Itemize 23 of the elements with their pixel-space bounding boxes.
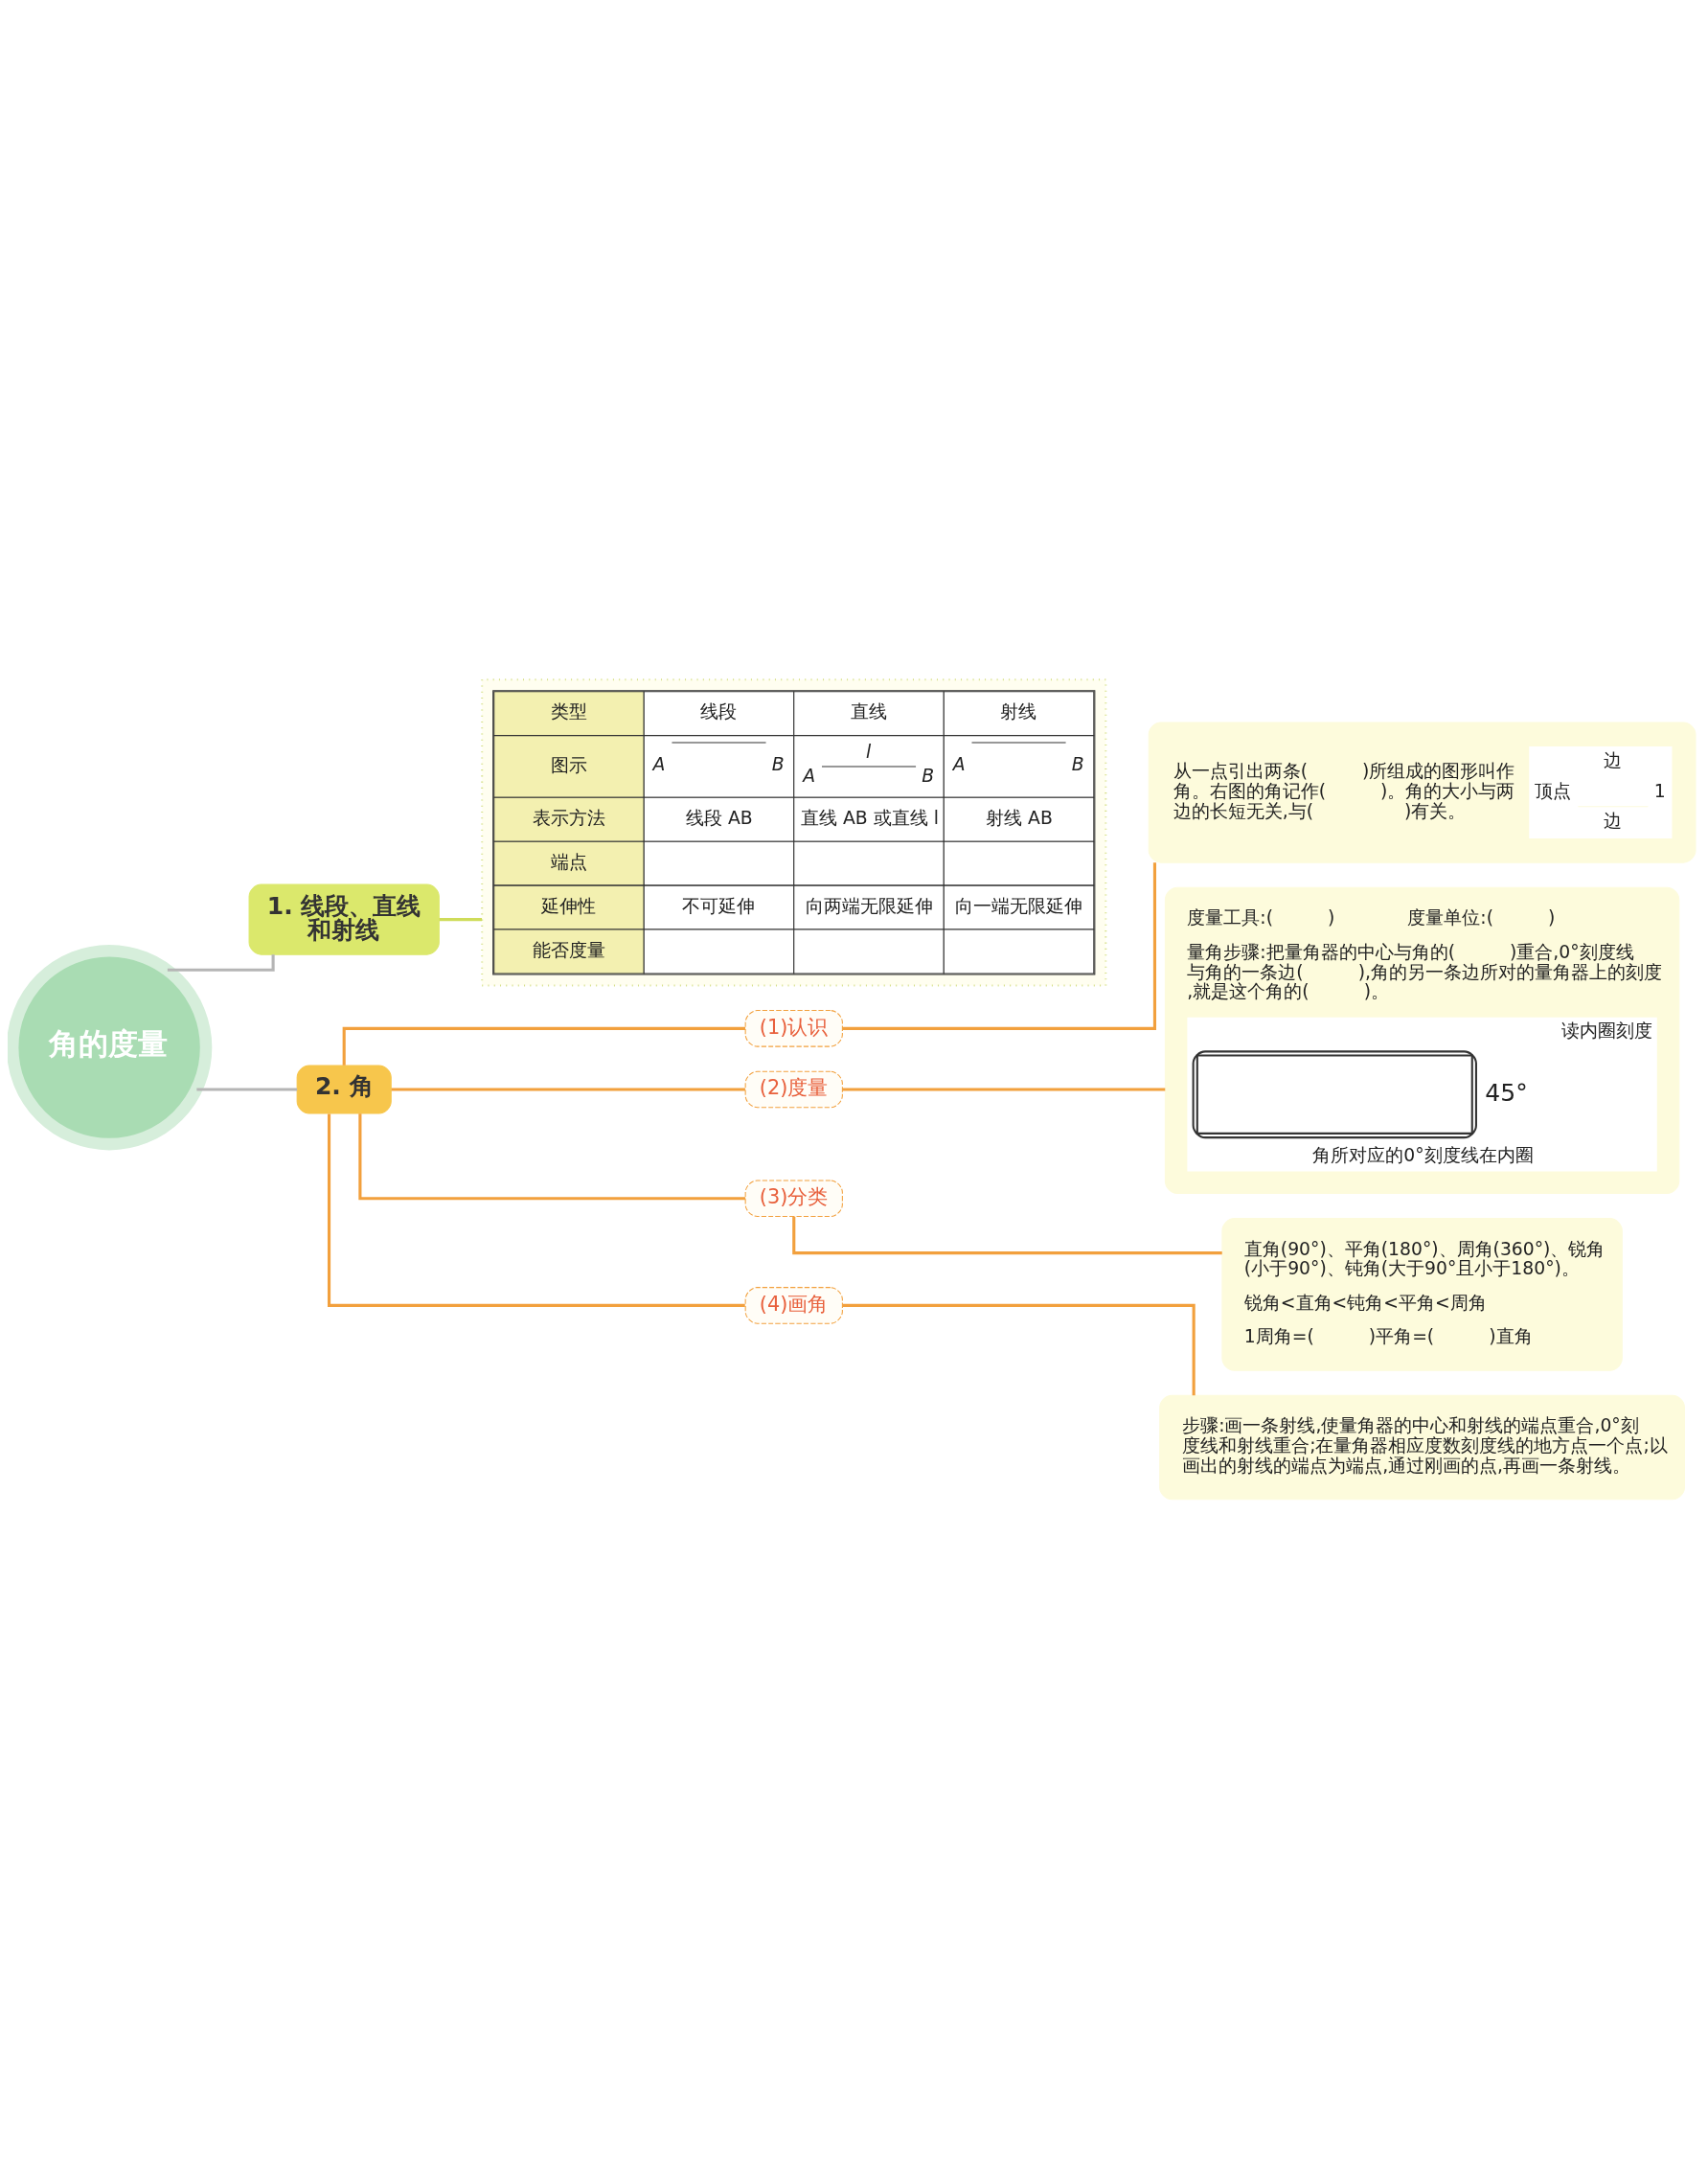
node-box: (1)认识	[744, 1009, 843, 1047]
node-box: (2)度量	[744, 1070, 843, 1108]
node-box: 从一点引出两条( )所组成的图形叫作角。右图的角记作( )。角的大小与两边的长短无关,与( )有关。 边 顶点 1 边	[1148, 722, 1697, 863]
connector	[792, 1216, 1222, 1254]
node-box: 直角(90°)、平角(180°)、周角(360°)、锐角(小于90°)、钝角(大于90°且小于180°)。 锐角<直角<钝角<平角<周角 1周角=( )平角=( )直角	[1221, 1217, 1623, 1371]
connector	[327, 1112, 745, 1307]
connector	[842, 1303, 1196, 1395]
node-box: 2. 角	[296, 1064, 392, 1114]
connector	[342, 1026, 746, 1066]
connector	[167, 953, 275, 972]
connector	[842, 1087, 1166, 1091]
connector	[842, 861, 1157, 1030]
connector	[358, 1112, 746, 1200]
node-box: (3)分类	[744, 1179, 843, 1217]
node-box: 类型 线段 直线 射线 图示 A B l A B A B 表示方法 线段 AB 直线 AB 或直线 l 射线 AB 端点 延伸性 不可延伸 向两端无限延伸 向一端无限延伸 能否度量	[481, 677, 1107, 987]
node-box: 1. 线段、直线和射线	[248, 883, 440, 955]
node-box: (4)画角	[744, 1286, 843, 1324]
connector	[196, 1087, 298, 1091]
node-box: 步骤:画一条射线,使量角器的中心和射线的端点重合,0°刻度线和射线重合;在量角器相应度数刻度线的地方点一个点;以画出的射线的端点为端点,通过刚画的点,再画一条射线。	[1159, 1394, 1685, 1500]
connector	[391, 1087, 745, 1091]
node-circle: 角的度量	[8, 944, 213, 1150]
connector	[439, 917, 483, 921]
node-box: 度量工具:( ) 度量单位:( ) 量角步骤:把量角器的中心与角的( )重合,0°刻度线与角的一条边( ),角的另一条边所对的量角器上的刻度,就是这个角的( )。 读内圈刻度 45° 角所对应的0°刻度线在内圈	[1164, 886, 1680, 1194]
